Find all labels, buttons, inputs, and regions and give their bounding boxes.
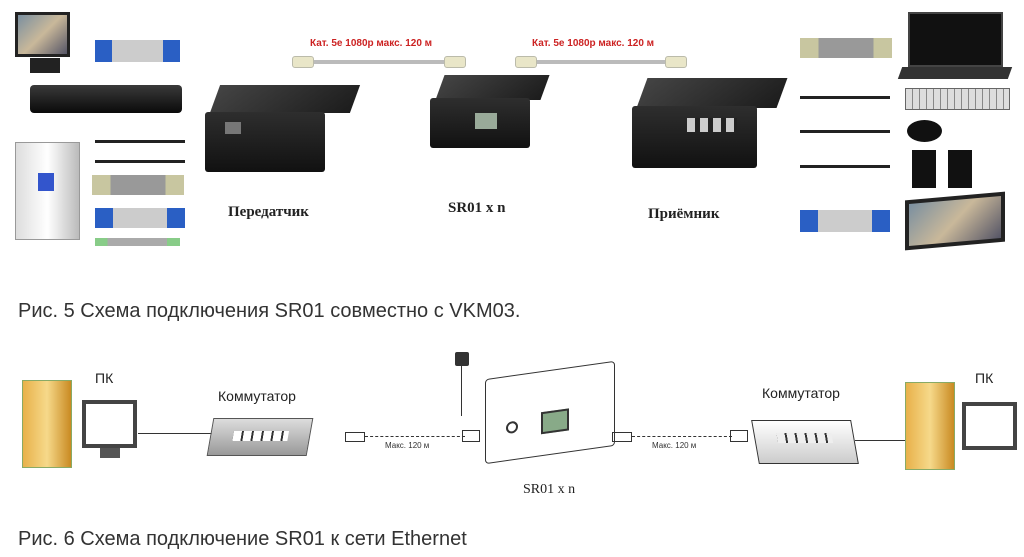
- figure-6-caption: Рис. 6 Схема подключение SR01 к сети Eth…: [18, 528, 467, 550]
- pc-tower-icon: [22, 380, 72, 468]
- keyboard-icon: [905, 88, 1010, 110]
- usb-cable-icon: [95, 238, 180, 246]
- transmitter-top: [209, 85, 361, 113]
- receiver-device: [632, 106, 757, 168]
- audio-cable-icon: [800, 165, 890, 168]
- transmitter-device: [205, 112, 325, 172]
- vga-cable-icon: [95, 208, 185, 228]
- audio-cable-icon: [95, 160, 185, 163]
- rj45-plug-icon: [444, 56, 466, 68]
- sr01-top: [435, 75, 550, 100]
- sr01-label: SR01 x n: [448, 200, 506, 216]
- ethernet-line: [855, 440, 907, 441]
- speaker-icon: [948, 150, 972, 188]
- switch-left-label: Коммутатор: [218, 388, 296, 404]
- mouse-icon: [907, 120, 942, 142]
- pc-left-label: ПК: [95, 370, 114, 386]
- ethernet-line: [138, 433, 213, 434]
- cat5e-cable: [314, 60, 444, 64]
- monitor-icon: [905, 191, 1005, 251]
- sr01-device: [430, 98, 530, 148]
- transmitter-label: Передатчик: [228, 204, 309, 220]
- power-adapter-icon: [455, 352, 469, 366]
- cable-right-label: Макс. 120 м: [652, 441, 697, 450]
- rj45-plug-icon: [515, 56, 537, 68]
- dvi-cable-icon: [800, 38, 892, 58]
- pc-right-label: ПК: [975, 370, 994, 386]
- sr01-label: SR01 x n: [523, 482, 576, 497]
- dvi-cable-icon: [92, 175, 184, 195]
- pc-tower-icon: [905, 382, 955, 470]
- rj45-plug-icon: [665, 56, 687, 68]
- power-cable: [461, 366, 462, 416]
- usb-cable-icon: [800, 96, 890, 99]
- audio-cable-icon: [95, 140, 185, 143]
- rj45-plug-icon: [730, 430, 748, 442]
- monitor-stand: [30, 58, 60, 73]
- laptop-icon: [908, 12, 1003, 67]
- cable-label: Кат. 5е 1080р макс. 120 м: [310, 38, 433, 49]
- pc-tower-icon: [15, 142, 80, 240]
- cable-label: Кат. 5е 1080р макс. 120 м: [532, 38, 655, 49]
- twisted-cable: [632, 436, 732, 438]
- rj45-plug-icon: [612, 432, 632, 442]
- laptop-base: [897, 67, 1013, 79]
- figure-5-caption: Рис. 5 Схема подключения SR01 совместно …: [18, 300, 521, 322]
- cable-left-label: Макс. 120 м: [385, 441, 430, 450]
- vga-cable-icon: [95, 40, 180, 62]
- receiver-label: Приёмник: [648, 206, 720, 222]
- rj45-plug-icon: [462, 430, 480, 442]
- rj45-plug-icon: [292, 56, 314, 68]
- cat5e-cable: [537, 60, 665, 64]
- dvd-player-icon: [30, 85, 182, 113]
- switch-device: [206, 418, 314, 456]
- monitor-icon: [15, 12, 70, 57]
- speaker-icon: [912, 150, 936, 188]
- switch-device: [751, 420, 859, 464]
- usb-cable-icon: [800, 130, 890, 133]
- monitor-stand: [100, 448, 120, 458]
- monitor-icon: [82, 400, 137, 448]
- vga-cable-icon: [800, 210, 890, 232]
- twisted-cable: [365, 436, 465, 438]
- rj45-plug-icon: [345, 432, 365, 442]
- switch-right-label: Коммутатор: [762, 385, 840, 401]
- receiver-top: [636, 78, 788, 108]
- sr01-device: [485, 360, 615, 465]
- monitor-icon: [962, 402, 1017, 450]
